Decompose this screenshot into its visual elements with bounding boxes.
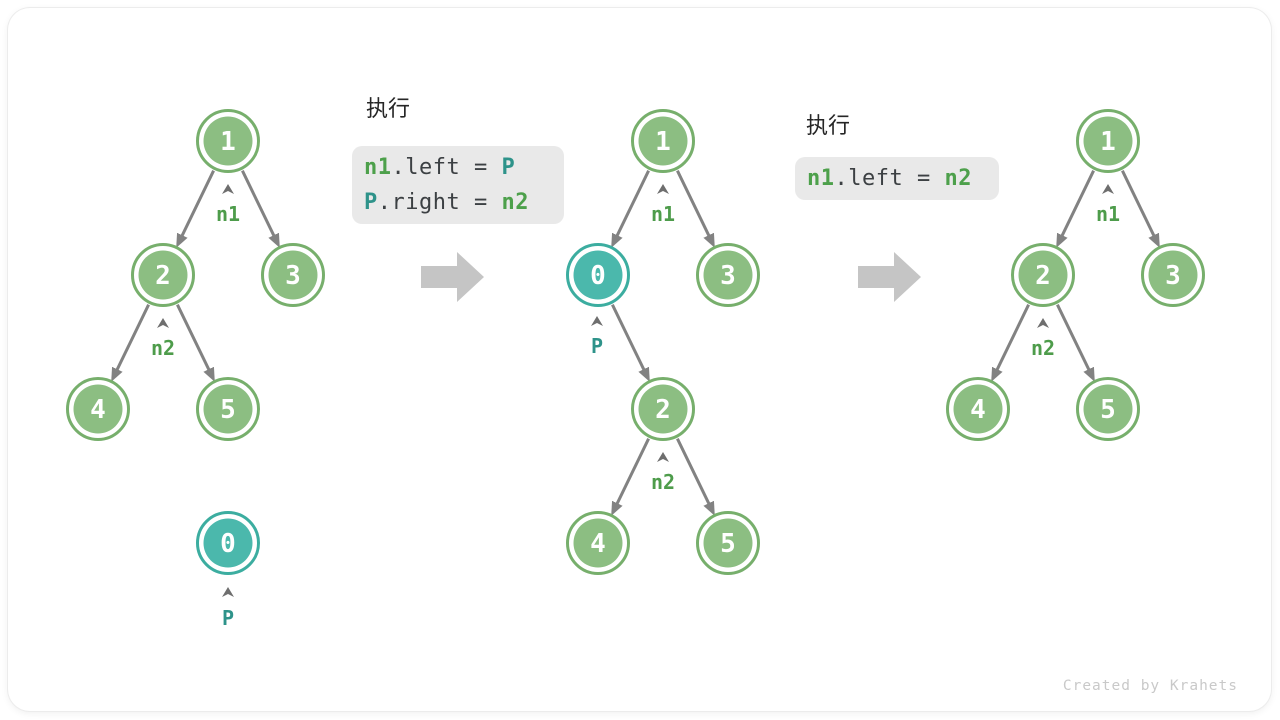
- node-value: 1: [655, 127, 671, 157]
- pointer-caret-icon: [157, 318, 169, 328]
- pointer-label-n1: n1: [1096, 202, 1120, 226]
- node-value: 4: [590, 529, 606, 559]
- tree-step-initial: n1 n2P 1 2 3 4 5 0: [66, 109, 325, 630]
- tree-node-4: 4: [946, 377, 1010, 441]
- edge-arrow: [176, 304, 215, 382]
- tree-node-4: 4: [66, 377, 130, 441]
- tree-node-5: 5: [696, 511, 760, 575]
- node-value: 2: [1035, 261, 1051, 291]
- pointer-label-n2: n2: [151, 336, 175, 360]
- node-value: 1: [1100, 127, 1116, 157]
- step-arrow-icon: [421, 252, 484, 302]
- tree-node-3: 3: [1141, 243, 1205, 307]
- tree-node-5: 5: [1076, 377, 1140, 441]
- edge-arrow: [111, 304, 150, 382]
- code-segment: =: [903, 166, 945, 191]
- node-value: 4: [90, 395, 106, 425]
- code-box-2: n1.left = n2: [795, 157, 999, 200]
- node-value: 2: [155, 261, 171, 291]
- code-segment: n1: [364, 155, 392, 180]
- pointer-label-P: P: [591, 334, 603, 358]
- step-arrow-icon: [858, 252, 921, 302]
- pointer-label-n2: n2: [651, 470, 675, 494]
- code-segment: =: [460, 155, 502, 180]
- edge-arrow: [611, 304, 650, 382]
- edge-arrow: [176, 170, 215, 248]
- tree-node-2: 2: [631, 377, 695, 441]
- pointer-caret-icon: [222, 184, 234, 194]
- code-segment: n1: [807, 166, 835, 191]
- tree-node-0: 0: [566, 243, 630, 307]
- code-line: P.right = n2: [364, 185, 552, 220]
- code-title-1: 执行: [366, 96, 411, 121]
- tree-node-1: 1: [1076, 109, 1140, 173]
- node-value: 1: [220, 127, 236, 157]
- node-value: 5: [1100, 395, 1116, 425]
- node-value: 0: [220, 529, 236, 559]
- node-value: 3: [285, 261, 301, 291]
- node-value: 5: [220, 395, 236, 425]
- node-value: 3: [1165, 261, 1181, 291]
- code-segment: =: [460, 190, 502, 215]
- node-value: 0: [590, 261, 606, 291]
- edge-arrow: [611, 170, 650, 248]
- edge-arrow: [241, 170, 280, 248]
- pointer-caret-icon: [591, 316, 603, 326]
- pointer-caret-icon: [1037, 318, 1049, 328]
- code-segment: P: [364, 190, 378, 215]
- tree-node-4: 4: [566, 511, 630, 575]
- edge-arrow: [611, 438, 650, 516]
- edge-arrow: [991, 304, 1030, 382]
- pointer-caret-icon: [1102, 184, 1114, 194]
- code-segment: .right: [377, 190, 461, 215]
- code-segment: .left: [834, 166, 904, 191]
- node-value: 5: [720, 529, 736, 559]
- edge-arrow: [1056, 304, 1095, 382]
- tree-node-1: 1: [196, 109, 260, 173]
- code-segment: P: [501, 155, 516, 180]
- code-title-2: 执行: [806, 113, 851, 138]
- node-value: 4: [970, 395, 986, 425]
- edge-arrow: [1121, 170, 1160, 248]
- pointer-caret-icon: [222, 587, 234, 597]
- tree-node-2: 2: [131, 243, 195, 307]
- pointer-caret-icon: [657, 184, 669, 194]
- code-segment: n2: [501, 190, 529, 215]
- tree-node-0: 0: [196, 511, 260, 575]
- tree-step-remove-p: n1 n2 1 2 3 4 5: [946, 109, 1205, 441]
- edge-arrow: [1056, 170, 1095, 248]
- tree-node-5: 5: [196, 377, 260, 441]
- code-segment: n2: [944, 166, 972, 191]
- pointer-label-n1: n1: [651, 202, 675, 226]
- tree-node-3: 3: [261, 243, 325, 307]
- node-value: 3: [720, 261, 736, 291]
- code-line: n1.left = n2: [807, 161, 987, 196]
- watermark: Created by Krahets: [1062, 678, 1238, 694]
- tree-node-3: 3: [696, 243, 760, 307]
- pointer-label-n1: n1: [216, 202, 240, 226]
- pointer-label-n2: n2: [1031, 336, 1055, 360]
- tree-node-2: 2: [1011, 243, 1075, 307]
- pointer-label-P: P: [222, 606, 234, 630]
- edge-arrow: [676, 170, 715, 248]
- code-segment: .left: [391, 155, 461, 180]
- pointer-caret-icon: [657, 452, 669, 462]
- node-value: 2: [655, 395, 671, 425]
- edge-arrow: [676, 438, 715, 516]
- tree-node-1: 1: [631, 109, 695, 173]
- code-line: n1.left = P: [364, 150, 552, 185]
